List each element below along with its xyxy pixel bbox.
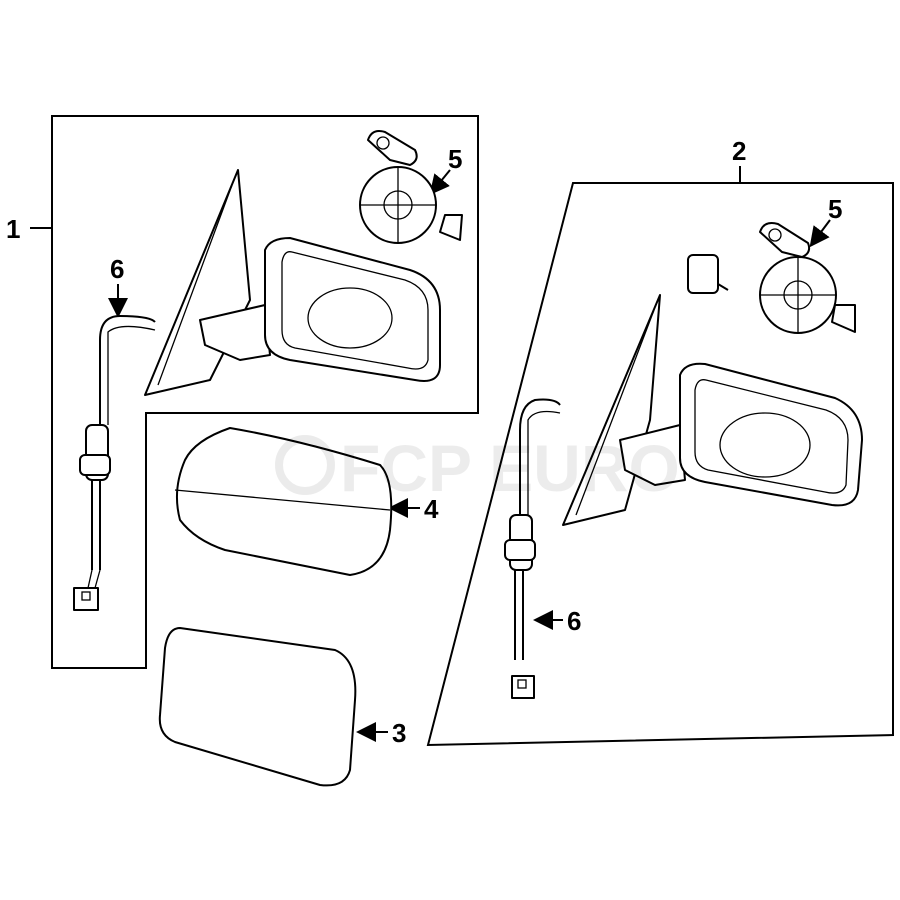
watermark: FCP EURO [340,431,680,505]
callout-3: 3 [392,718,407,748]
callout-1: 1 [6,214,21,244]
motor-left [359,130,463,244]
assembly-2-box [426,182,894,747]
mirror-cover-part-4 [174,427,393,576]
mirror-assembly-left [144,169,441,396]
actuator-right [687,254,729,294]
arrow-5-left [429,169,451,196]
arrow-5-right [809,219,831,248]
callout-5-right: 5 [828,194,843,224]
motor-right [759,222,856,334]
wiring-harness-left [73,315,156,611]
callout-5-left: 5 [448,144,463,174]
callout-2: 2 [732,136,747,166]
mirror-glass-part-3 [158,627,357,787]
wiring-harness-right [504,398,561,699]
assembly-1-box [51,115,479,669]
mirror-assembly-right [562,294,863,526]
watermark-logo-icon [275,435,335,495]
callout-6-right: 6 [567,606,582,636]
callout-6-left: 6 [110,254,125,284]
callout-4: 4 [424,494,439,524]
